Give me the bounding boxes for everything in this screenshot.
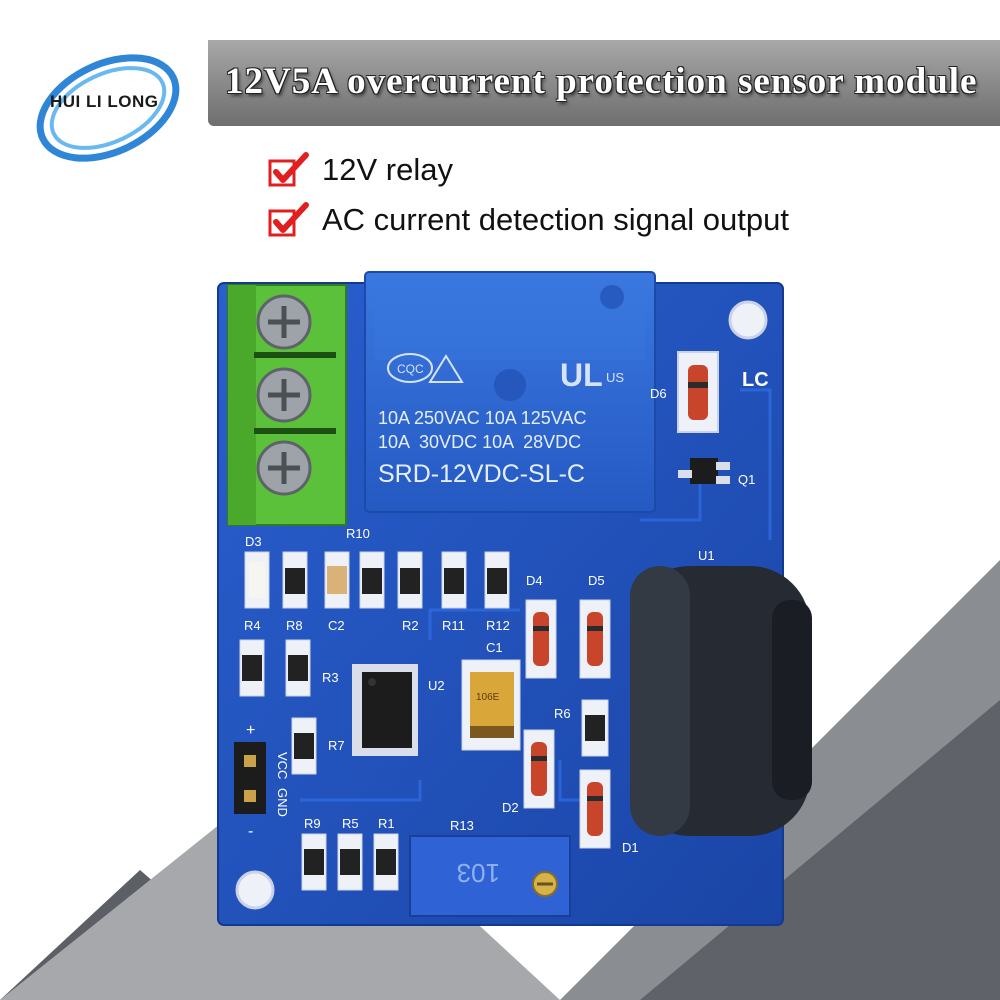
screw-terminal [227,284,347,526]
current-transformer-u1 [630,566,812,836]
label-d6: D6 [650,386,667,401]
diode-d4 [525,599,557,679]
diode-d5 [579,599,611,679]
mounting-hole [235,870,275,910]
potentiometer-r13: 103 [409,835,571,917]
resistor [282,551,308,609]
terminal-screw [256,440,312,496]
resistor [337,833,363,891]
label-r2: R2 [402,618,419,633]
resistor [484,551,510,609]
label-u2: U2 [428,678,445,693]
label-vcc: VCC [275,752,290,779]
ic-u2 [352,664,418,756]
label-r12: R12 [486,618,510,633]
mounting-hole [728,300,768,340]
label-d2: D2 [502,800,519,815]
brand-logo [36,54,180,162]
label-d5: D5 [588,573,605,588]
resistor [285,639,311,697]
label-minus: - [248,823,253,840]
capacitor-c2 [324,551,350,609]
label-c1: C1 [486,640,503,655]
capacitor-c1: 106E [461,659,521,751]
svg-text:UL: UL [560,357,603,393]
label-d3: D3 [245,534,262,549]
check-icon [268,152,309,187]
relay-cert-left: CQC [397,362,424,376]
relay: CQC US UL 10A 250VAC 10A 125VAC 10A 30VD… [364,271,656,513]
resistor [373,833,399,891]
feature-item: AC current detection signal output [268,198,789,242]
label-plus: + [246,722,255,739]
label-gnd: GND [275,788,290,817]
label-r6: R6 [554,706,571,721]
title-banner [208,40,1000,126]
brand-name: HUI LI LONG [50,92,159,111]
label-r5: R5 [342,816,359,831]
terminal-screw [256,294,312,350]
label-r3: R3 [322,670,339,685]
label-r13: R13 [450,818,474,833]
label-r7: R7 [328,738,345,753]
relay-model: SRD-12VDC-SL-C [378,460,585,488]
resistor [359,551,385,609]
label-r8: R8 [286,618,303,633]
relay-cert-right: US [606,370,624,385]
label-r10: R10 [346,526,370,541]
label-c2: C2 [328,618,345,633]
pin-header [234,742,266,814]
feature-label: AC current detection signal output [322,202,789,237]
banner-title: 12V5A overcurrent protection sensor modu… [225,61,978,102]
label-r1: R1 [378,816,395,831]
label-r11: R11 [442,618,465,633]
label-u1: U1 [698,548,715,563]
label-lc: LC [742,369,769,391]
resistor [291,717,317,775]
resistor [239,639,265,697]
label-d4: D4 [526,573,543,588]
diode-d2 [523,729,555,809]
resistor [397,551,423,609]
diode-d6 [677,351,719,433]
feature-item: 12V relay [268,148,453,192]
label-q1: Q1 [738,472,755,487]
feature-label: 12V relay [322,152,453,187]
pot-marking: 103 [457,858,500,888]
capacitor-marking: 106E [476,692,500,703]
terminal-screw [256,367,312,423]
label-r4: R4 [244,618,261,633]
relay-spec-line2: 10A 30VDC 10A 28VDC [378,432,581,452]
resistor [441,551,467,609]
label-r9: R9 [304,816,321,831]
resistor [301,833,327,891]
label-d1: D1 [622,840,639,855]
led-d3 [244,551,270,609]
transistor-q1 [678,458,730,484]
check-icon [268,202,309,237]
resistor-r6 [581,699,609,757]
relay-spec-line1: 10A 250VAC 10A 125VAC [378,408,587,428]
diode-d1 [579,769,611,849]
